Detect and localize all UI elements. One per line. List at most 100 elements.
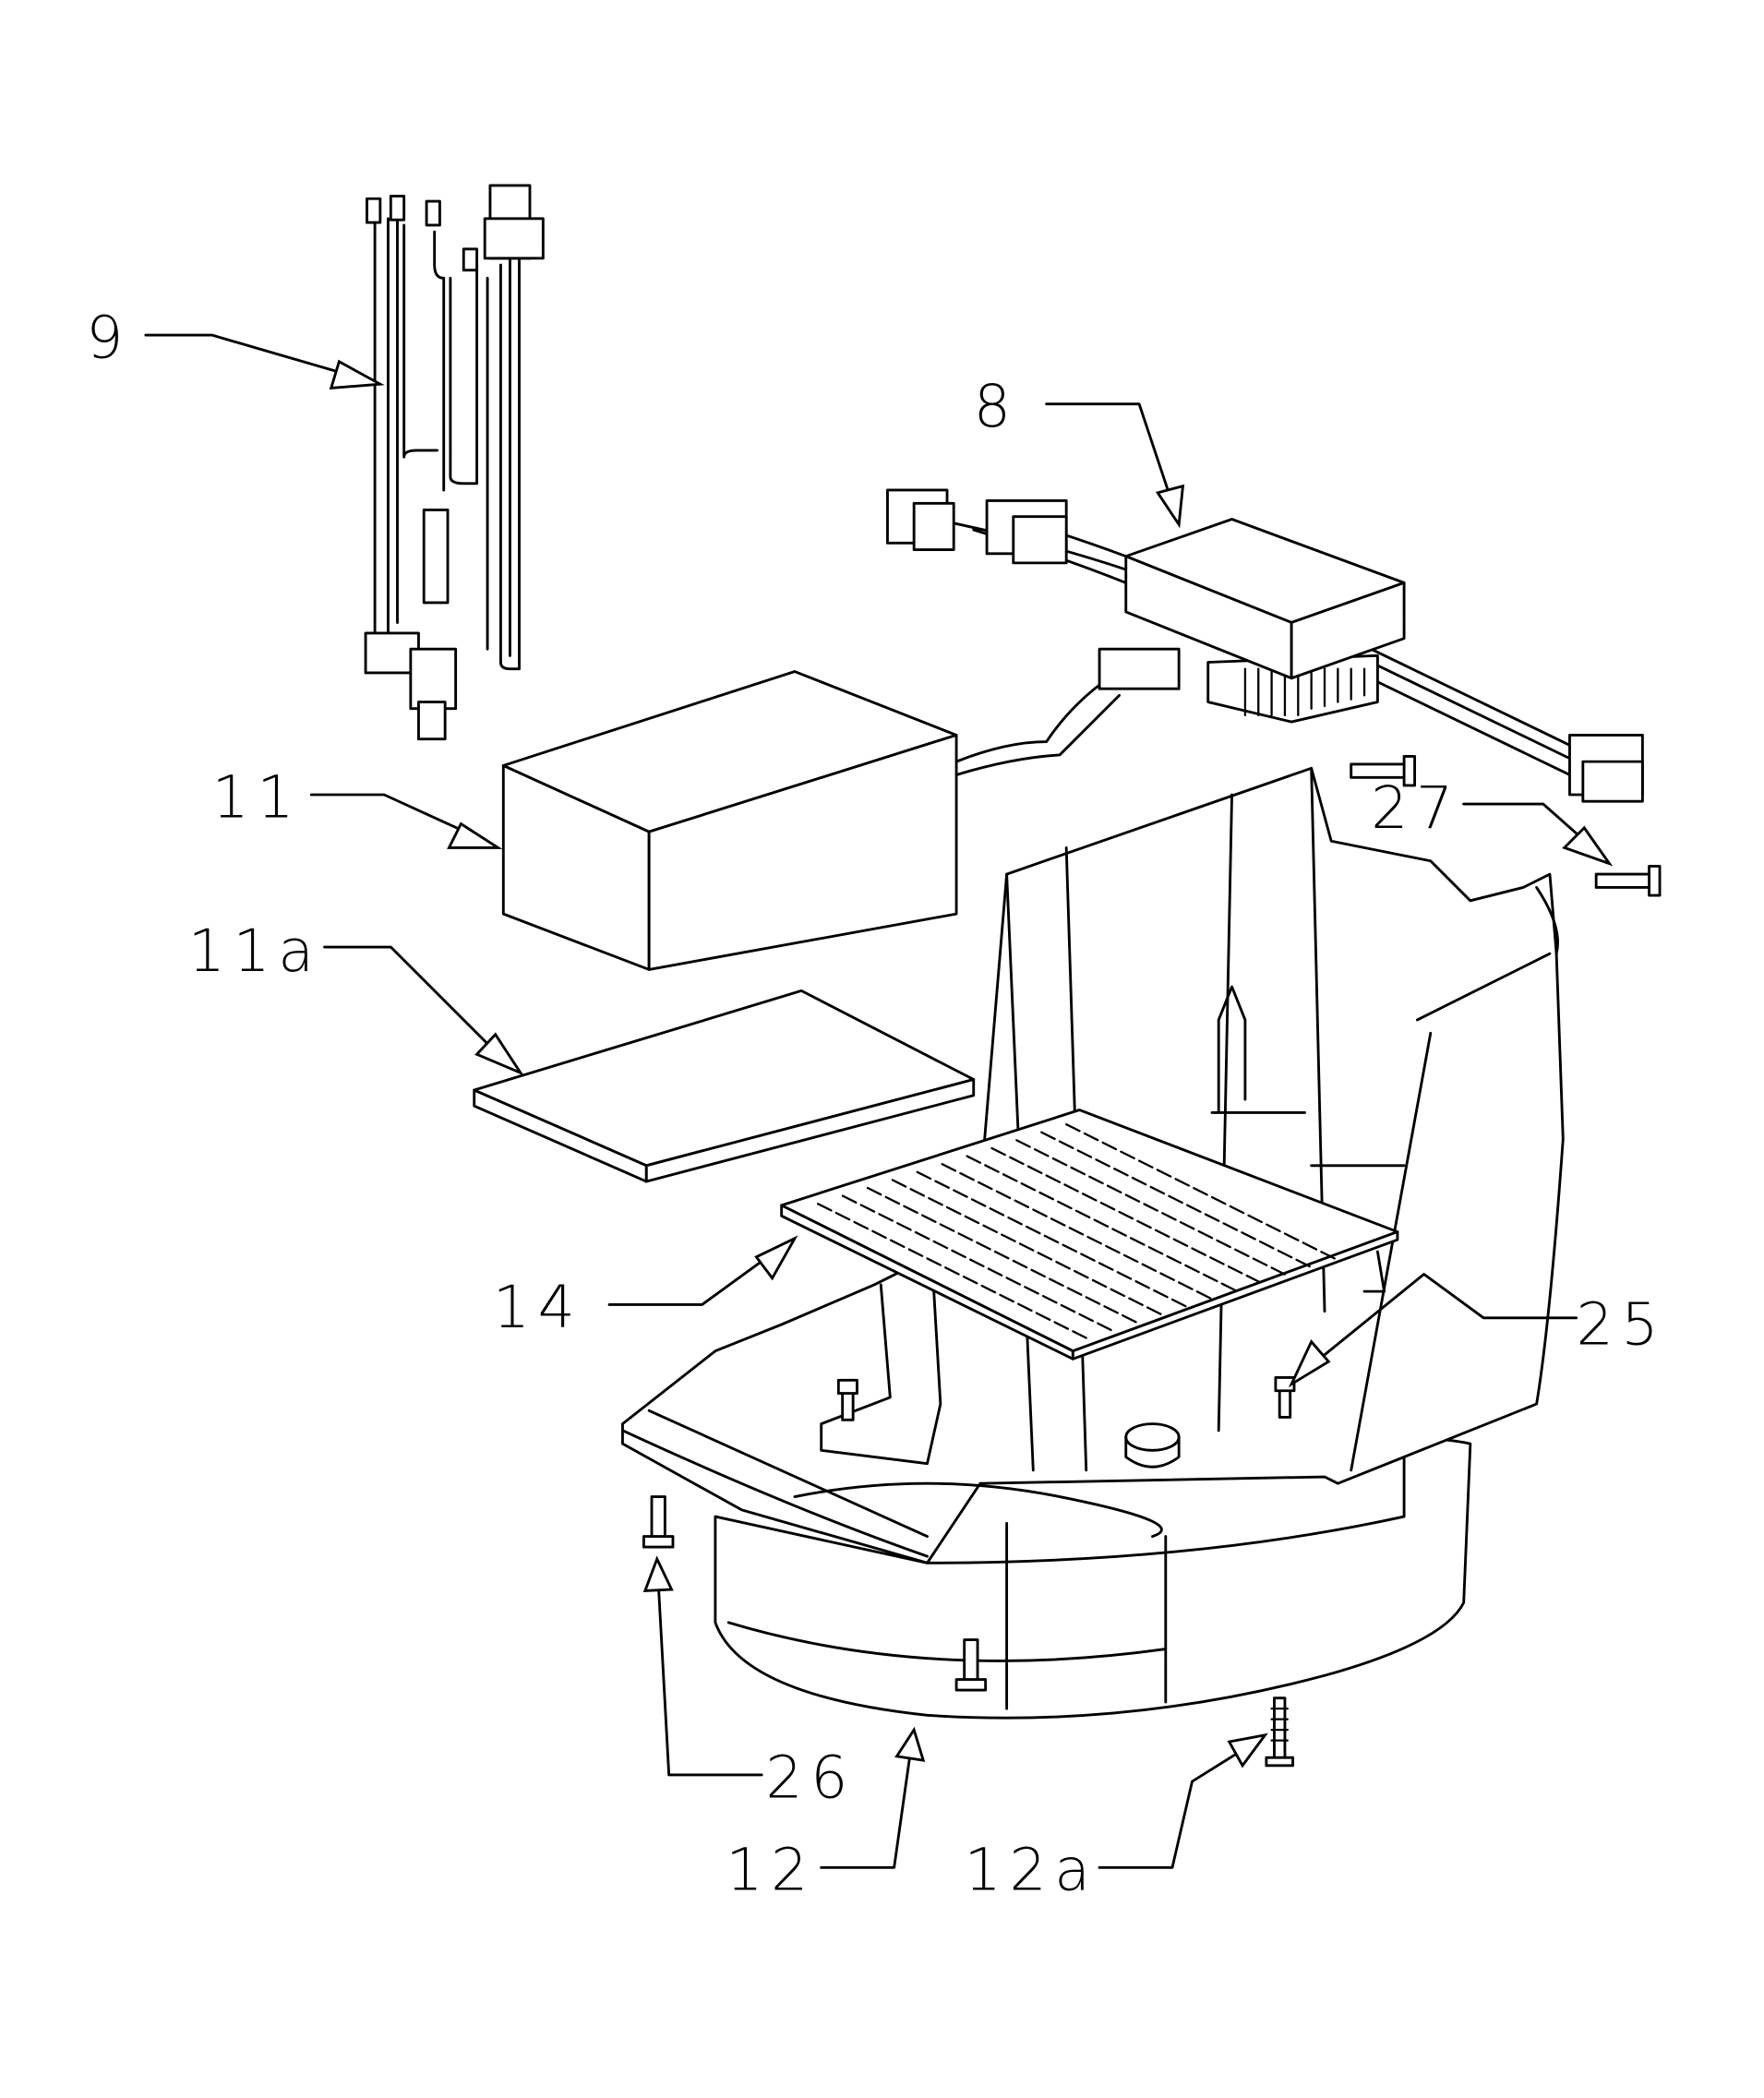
part-26-screws (642, 1495, 988, 1692)
grate-slot (1229, 1205, 1245, 1215)
grate-slot (1146, 1306, 1162, 1315)
grate-slot (1252, 1257, 1268, 1266)
grate-slot (1091, 1278, 1108, 1289)
grate-slot (1105, 1244, 1121, 1254)
grate-slot (1220, 1282, 1237, 1292)
grate-slot (1134, 1280, 1151, 1289)
grate-slot (1147, 1246, 1164, 1255)
grate-slot (1161, 1212, 1177, 1221)
grate-slot (1106, 1184, 1122, 1194)
callout-9: 9 (86, 303, 131, 371)
grate-slot (1111, 1228, 1127, 1237)
grate-slot (1270, 1266, 1287, 1276)
grate-slot (1110, 1288, 1126, 1298)
grate-slot (1093, 1218, 1110, 1228)
callout-12: 12 (726, 1836, 816, 1904)
grate-slot (1068, 1227, 1085, 1236)
grate-slot (1283, 1232, 1300, 1241)
grate-slot (976, 1241, 991, 1251)
grate-slot (1129, 1237, 1146, 1246)
grate-slot (1184, 1264, 1200, 1274)
grate-slot (1174, 1178, 1191, 1187)
grate-slot (1018, 1242, 1035, 1252)
grate-slot (1040, 1131, 1056, 1141)
grate-slot (1060, 1303, 1076, 1313)
part-11a-pad (473, 989, 976, 1183)
grate-slot (951, 1249, 966, 1259)
grate-slot (1103, 1305, 1119, 1314)
grate-slot (1020, 1182, 1037, 1192)
grate-slot (953, 1189, 968, 1198)
grate-slot (1053, 1321, 1070, 1330)
grate-slot (1179, 1220, 1195, 1230)
leader-lines (144, 333, 1614, 1869)
grate-slot (1073, 1269, 1089, 1279)
grate-slot (891, 1179, 907, 1188)
part-8-control-module (886, 488, 1644, 803)
grate-slot (916, 1170, 932, 1181)
grate-slot (1085, 1296, 1101, 1305)
grate-slot (982, 1224, 998, 1234)
grate-slot (1113, 1168, 1129, 1177)
grate-slot (1170, 1298, 1187, 1308)
grate-slot (834, 1211, 851, 1221)
grate-slot (841, 1194, 858, 1204)
grate-slot (1098, 1262, 1114, 1271)
grate-slot (1099, 1202, 1116, 1211)
grate-slot (1154, 1229, 1170, 1239)
grate-slot (907, 1248, 924, 1257)
grate-slot (853, 1220, 870, 1230)
grate-slot (1168, 1194, 1183, 1205)
grate-slot (1030, 1268, 1047, 1278)
grate-slot (1074, 1209, 1091, 1219)
grate-slot (1178, 1281, 1194, 1290)
grate-slot (1137, 1159, 1154, 1169)
grate-slot (859, 1204, 876, 1213)
grate-slot (866, 1186, 882, 1196)
grate-slot (1277, 1249, 1293, 1259)
grate-slot (1191, 1247, 1206, 1256)
grate-slot (1209, 1256, 1225, 1265)
grate-slot (1197, 1229, 1214, 1240)
grate-slot (1222, 1222, 1239, 1231)
grate-slot (1058, 1140, 1074, 1149)
grate-slot (1066, 1287, 1083, 1296)
grate-slot (1017, 1302, 1033, 1313)
part-9-wiring-harness (364, 184, 545, 741)
grate-slot (1051, 1157, 1068, 1167)
grate-slot (1038, 1191, 1054, 1201)
callout-11: 11 (212, 762, 303, 831)
grate-slot (1049, 1277, 1064, 1287)
callout-8: 8 (974, 372, 1019, 440)
grate-slot (889, 1239, 906, 1249)
grate-slot (993, 1250, 1010, 1260)
grate-slot (1143, 1203, 1158, 1212)
grate-slot (945, 1205, 962, 1216)
grate-slot (1193, 1187, 1208, 1196)
grate-slot (1043, 1234, 1060, 1244)
grate-slot (1258, 1240, 1275, 1250)
grate-slot (1088, 1175, 1104, 1185)
grate-slot (1050, 1217, 1066, 1227)
grate-slot (1122, 1313, 1137, 1324)
grate-slot (990, 1146, 1006, 1157)
grate-slot (939, 1223, 955, 1232)
grate-slot (968, 1258, 985, 1268)
grate-slot (1035, 1312, 1051, 1321)
grate-slot (1024, 1286, 1039, 1295)
callout-11a: 11a (188, 917, 322, 985)
part-27-screws (1350, 754, 1662, 897)
grate-slot (909, 1188, 926, 1197)
grate-slot (989, 1207, 1005, 1217)
grate-slot (1302, 1241, 1318, 1251)
grate-slot (1026, 1165, 1043, 1175)
grate-slot (1014, 1199, 1030, 1208)
grate-slot (926, 1257, 942, 1266)
grate-slot (1041, 1294, 1058, 1304)
callout-25: 25 (1577, 1290, 1667, 1359)
grate-slot (1120, 1150, 1135, 1160)
grate-slot (1065, 1122, 1081, 1133)
grate-slot (1141, 1263, 1158, 1273)
